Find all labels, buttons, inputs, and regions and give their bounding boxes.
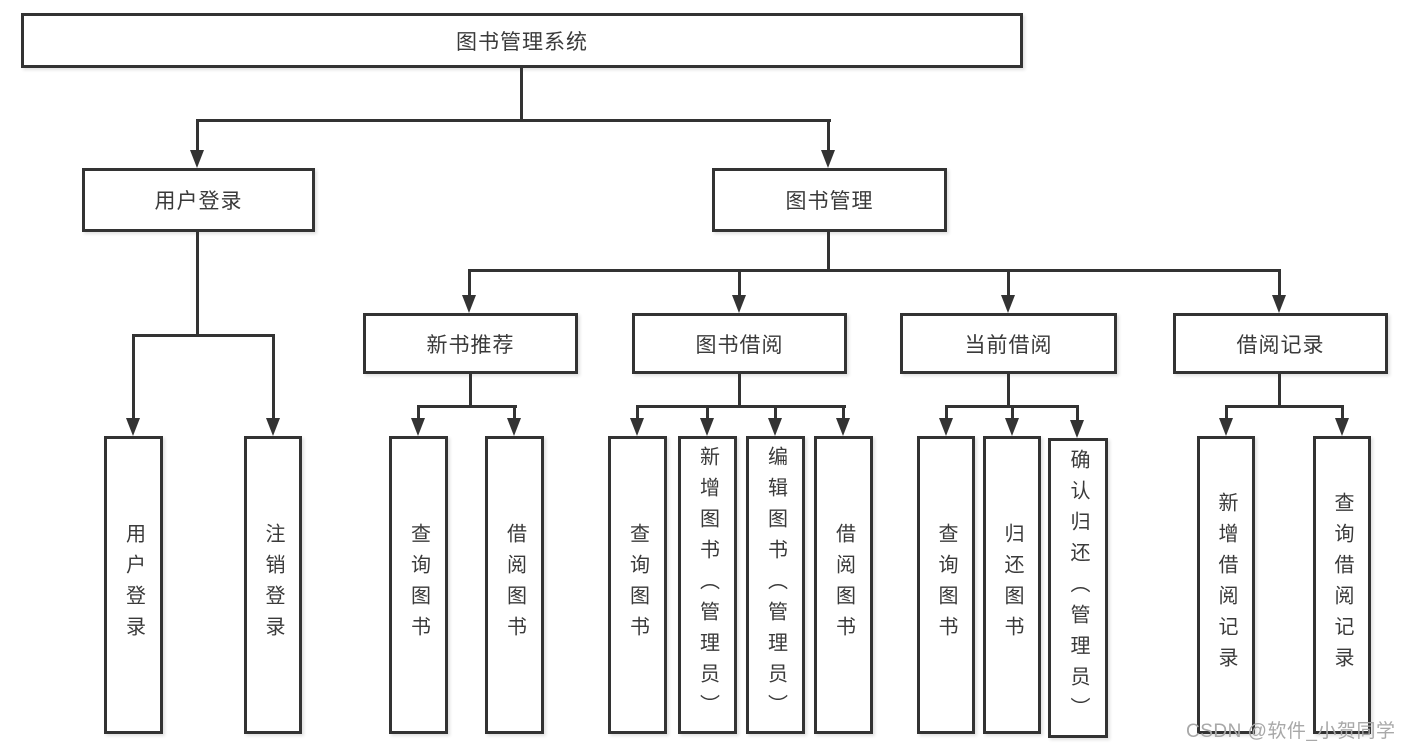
connector-line [636, 405, 846, 408]
leaf-newbook-query-books-label: 查询图书 [407, 523, 430, 647]
node-library-system-label: 图书管理系统 [456, 30, 588, 54]
node-new-book-recommend-label: 新书推荐 [426, 333, 515, 357]
connector-line [738, 269, 741, 297]
node-user-login-label: 用户登录 [154, 190, 243, 213]
arrow-down [411, 418, 425, 436]
arrow-down [266, 418, 280, 436]
connector-line [1011, 405, 1014, 421]
connector-line [1341, 405, 1344, 421]
leaf-borrow-query-books: 查询图书 [608, 436, 667, 734]
arrow-down [1001, 295, 1015, 313]
arrow-down [1005, 418, 1019, 436]
leaf-user-login-label: 用户登录 [122, 523, 145, 647]
leaf-user-login: 用户登录 [104, 436, 163, 734]
node-book-borrow-label: 图书借阅 [695, 333, 784, 357]
connector-line [1225, 405, 1228, 421]
leaf-logout-label: 注销登录 [262, 523, 284, 647]
leaf-borrow-edit-books-admin-label: 编辑图书（管理员） [764, 445, 787, 725]
connector-line [417, 405, 517, 408]
arrow-down [126, 418, 140, 436]
connector-line [738, 374, 741, 408]
arrow-down [700, 418, 714, 436]
arrow-down [1070, 420, 1084, 438]
node-current-borrow: 当前借阅 [900, 313, 1117, 374]
arrow-down [1272, 295, 1286, 313]
connector-line [469, 374, 472, 408]
leaf-query-borrow-record-label: 查询借阅记录 [1331, 492, 1353, 678]
leaf-borrow-add-books-admin: 新增图书（管理员） [678, 436, 737, 734]
leaf-add-borrow-record: 新增借阅记录 [1197, 436, 1255, 734]
connector-line [1225, 405, 1344, 408]
leaf-current-return-books-label: 归还图书 [1001, 523, 1023, 647]
connector-line [1076, 405, 1079, 421]
connector-line [706, 405, 709, 421]
arrow-down [1335, 418, 1349, 436]
arrow-down [821, 150, 835, 168]
connector-line [197, 119, 831, 122]
connector-line [468, 269, 471, 297]
connector-line [774, 405, 777, 421]
arrow-down [836, 418, 850, 436]
connector-line [945, 405, 948, 421]
leaf-logout: 注销登录 [244, 436, 302, 734]
leaf-borrow-borrow-books: 借阅图书 [814, 436, 873, 734]
connector-line [1007, 269, 1010, 297]
leaf-add-borrow-record-label: 新增借阅记录 [1215, 492, 1237, 678]
connector-line [468, 269, 1281, 272]
connector-line [827, 232, 830, 272]
arrow-down [768, 418, 782, 436]
connector-line [1007, 374, 1010, 408]
leaf-borrow-borrow-books-label: 借阅图书 [832, 523, 855, 647]
leaf-current-query-books-label: 查询图书 [935, 523, 957, 647]
node-library-system: 图书管理系统 [21, 13, 1023, 68]
leaf-borrow-query-books-label: 查询图书 [626, 523, 649, 647]
node-book-borrow: 图书借阅 [632, 313, 847, 374]
connector-line [196, 119, 199, 152]
arrow-down [507, 418, 521, 436]
leaf-query-borrow-record: 查询借阅记录 [1313, 436, 1371, 734]
connector-line [132, 334, 135, 420]
arrow-down [462, 295, 476, 313]
connector-line [513, 405, 516, 421]
connector-line [1278, 269, 1281, 297]
node-book-management: 图书管理 [712, 168, 947, 232]
csdn-watermark: CSDN @软件_小贺同学 [1186, 721, 1396, 742]
connector-line [827, 119, 830, 152]
arrow-down [190, 150, 204, 168]
leaf-newbook-borrow-books: 借阅图书 [485, 436, 544, 734]
arrow-down [732, 295, 746, 313]
leaf-current-query-books: 查询图书 [917, 436, 975, 734]
connector-line [132, 334, 275, 337]
node-current-borrow-label: 当前借阅 [964, 333, 1053, 357]
leaf-current-return-books: 归还图书 [983, 436, 1041, 734]
connector-line [636, 405, 639, 421]
arrow-down [1219, 418, 1233, 436]
connector-line [520, 68, 523, 122]
arrow-down [630, 418, 644, 436]
node-book-management-label: 图书管理 [785, 190, 874, 213]
arrow-down [939, 418, 953, 436]
node-borrow-records-label: 借阅记录 [1236, 333, 1325, 357]
connector-line [417, 405, 420, 421]
leaf-borrow-add-books-admin-label: 新增图书（管理员） [696, 445, 719, 725]
leaf-current-confirm-return-admin: 确认归还（管理员） [1048, 438, 1108, 738]
node-borrow-records: 借阅记录 [1173, 313, 1388, 374]
connector-line [196, 232, 199, 337]
connector-line [272, 334, 275, 420]
leaf-current-confirm-return-admin-label: 确认归还（管理员） [1067, 448, 1089, 728]
node-user-login: 用户登录 [82, 168, 315, 232]
leaf-borrow-edit-books-admin: 编辑图书（管理员） [746, 436, 805, 734]
leaf-newbook-borrow-books-label: 借阅图书 [503, 523, 526, 647]
connector-line [1278, 374, 1281, 408]
connector-line [842, 405, 845, 421]
node-new-book-recommend: 新书推荐 [363, 313, 578, 374]
leaf-newbook-query-books: 查询图书 [389, 436, 448, 734]
